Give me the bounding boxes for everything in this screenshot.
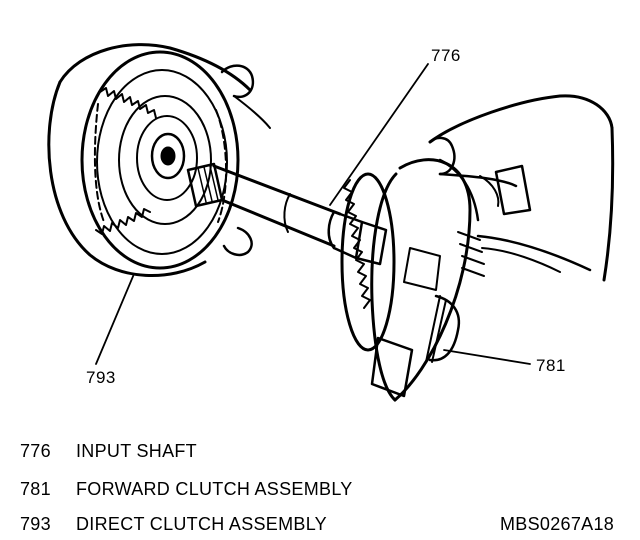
legend-number: 793 <box>20 514 51 534</box>
direct-clutch-assembly-drawing <box>47 43 271 277</box>
leader-793 <box>95 273 135 365</box>
callout-776: 776 <box>431 46 461 65</box>
forward-clutch-assembly-drawing <box>340 158 485 402</box>
legend-label: INPUT SHAFT <box>76 441 197 461</box>
input-shaft-drawing <box>186 162 388 266</box>
legend-label: FORWARD CLUTCH ASSEMBLY <box>76 479 353 499</box>
legend-row-direct-clutch: 793 DIRECT CLUTCH ASSEMBLY <box>20 514 327 535</box>
leader-781 <box>443 349 531 365</box>
callout-793: 793 <box>86 368 116 387</box>
legend-label: DIRECT CLUTCH ASSEMBLY <box>76 514 327 534</box>
callout-781: 781 <box>536 356 566 375</box>
figure-reference-code: MBS0267A18 <box>500 514 615 534</box>
legend-number: 776 <box>20 441 51 461</box>
leader-lines <box>95 63 531 365</box>
legend-number: 781 <box>20 479 51 499</box>
leader-776 <box>329 63 429 206</box>
hand-drawing <box>428 94 615 282</box>
legend-row-input-shaft: 776 INPUT SHAFT <box>20 441 197 462</box>
legend-row-forward-clutch: 781 FORWARD CLUTCH ASSEMBLY <box>20 479 353 500</box>
